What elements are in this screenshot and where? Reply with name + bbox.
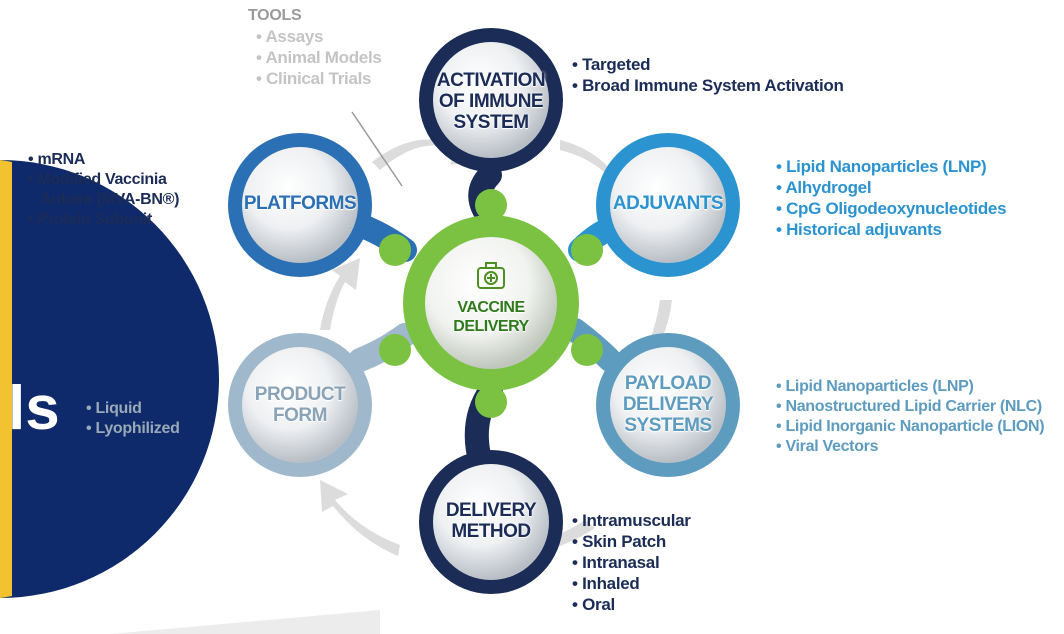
tools-list: Assays Animal Models Clinical Trials <box>248 26 382 89</box>
node-activation <box>419 28 563 172</box>
delivery-method-line2: METHOD <box>451 521 531 542</box>
platforms-items: mRNA Modified Vaccinia Ankara (MVA-BN®) … <box>28 150 179 230</box>
list-item: mRNA <box>28 150 179 170</box>
delivery-method-node-label: DELIVERY METHOD <box>431 500 551 542</box>
list-item: Skin Patch <box>572 531 691 552</box>
activation-line1: ACTIVATION <box>436 70 546 91</box>
node-product-form <box>228 333 372 477</box>
medical-kit-icon <box>477 262 505 289</box>
product-form-items: Liquid Lyophilized <box>86 399 180 439</box>
list-item-continuation: Ankara (MVA-BN®) <box>40 191 180 208</box>
list-item: Lipid Inorganic Nanoparticle (LION) <box>776 417 1044 437</box>
activation-node-label: ACTIVATION OF IMMUNE SYSTEM <box>431 70 551 133</box>
center-node-arms <box>379 189 603 418</box>
node-payload <box>596 333 740 477</box>
list-item: CpG Oligodeoxynucleotides <box>776 198 1006 219</box>
list-item: Protein Subunit <box>28 210 179 230</box>
payload-node-label: PAYLOAD DELIVERY SYSTEMS <box>608 373 728 436</box>
list-item: Intramuscular <box>572 510 691 531</box>
payload-line2: DELIVERY <box>622 394 714 415</box>
payload-line3: SYSTEMS <box>624 415 712 436</box>
tools-block: TOOLS Assays Animal Models Clinical Tria… <box>248 6 382 89</box>
tools-title: TOOLS <box>248 7 302 24</box>
tools-pointer-line <box>351 111 403 187</box>
list-item: Lipid Nanoparticles (LNP) <box>776 156 1006 177</box>
side-navy-disc <box>0 160 219 598</box>
delivery-method-line1: DELIVERY <box>445 500 537 521</box>
platforms-line1: PLATFORMS <box>243 193 357 214</box>
payload-items: Lipid Nanoparticles (LNP) Nanostructured… <box>776 377 1044 457</box>
center-label-line1: VACCINE <box>457 299 525 316</box>
tools-item: Animal Models <box>256 47 381 68</box>
list-item: Modified Vaccinia <box>28 170 179 190</box>
tools-item: Assays <box>256 26 382 47</box>
list-item: Viral Vectors <box>776 437 1044 457</box>
list-item: Lyophilized <box>86 419 179 439</box>
side-accent <box>0 160 12 598</box>
node-adjuvants <box>596 133 740 277</box>
adjuvants-items: Lipid Nanoparticles (LNP) Alhydrogel CpG… <box>776 156 1006 240</box>
tools-item: Clinical Trials <box>256 68 382 89</box>
list-item: Targeted <box>572 54 844 75</box>
list-item: Historical adjuvants <box>776 219 1006 240</box>
list-item: Alhydrogel <box>776 177 1006 198</box>
product-form-node-label: PRODUCT FORM <box>240 384 360 426</box>
center-node-label: VACCINE DELIVERY <box>441 298 541 336</box>
product-form-line1: PRODUCT <box>254 384 346 405</box>
node-platforms <box>228 133 372 277</box>
list-item: Nanostructured Lipid Carrier (NLC) <box>776 397 1044 417</box>
activation-line2: OF IMMUNE <box>438 91 544 112</box>
list-item: Oral <box>572 594 691 615</box>
platforms-node-label: PLATFORMS <box>240 193 360 214</box>
center-node <box>379 189 603 418</box>
floor-shape <box>110 610 380 634</box>
node-delivery-method <box>419 450 563 594</box>
center-label-line2: DELIVERY <box>453 318 529 335</box>
list-item: Liquid <box>86 399 180 419</box>
arrow-left <box>320 258 360 330</box>
list-item: Lipid Nanoparticles (LNP) <box>776 377 1044 397</box>
list-item: Intranasal <box>572 552 691 573</box>
product-form-line2: FORM <box>273 405 327 426</box>
list-item: Broad Immune System Activation <box>572 75 844 96</box>
adjuvants-node-label: ADJUVANTS <box>608 193 728 214</box>
adjuvants-line1: ADJUVANTS <box>612 193 724 214</box>
list-item: Inhaled <box>572 573 691 594</box>
delivery-method-items: Intramuscular Skin Patch Intranasal Inha… <box>572 510 691 615</box>
arrow-bottom-left <box>320 480 400 556</box>
activation-line3: SYSTEM <box>453 112 529 133</box>
activation-items: Targeted Broad Immune System Activation <box>572 54 844 96</box>
payload-line1: PAYLOAD <box>624 373 712 394</box>
side-partial-text: ls <box>8 374 60 443</box>
